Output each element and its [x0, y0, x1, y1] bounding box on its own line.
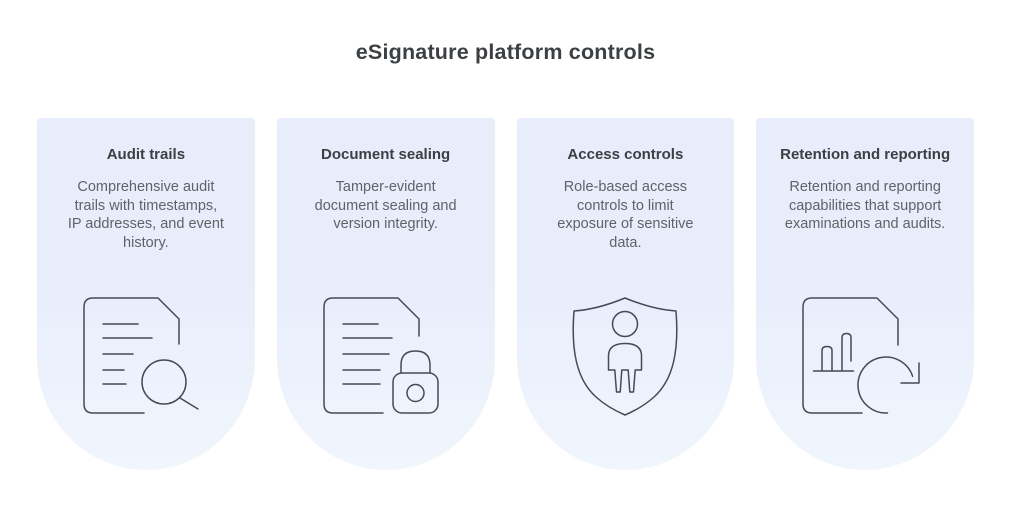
cards-row: Audit trails Comprehensive audit trails … — [0, 118, 1011, 470]
card-description: Tamper-evident document sealing and vers… — [314, 179, 457, 232]
card-audit-trails: Audit trails Comprehensive audit trails … — [37, 118, 255, 470]
document-lock-icon — [321, 294, 451, 424]
card-title: Document sealing — [321, 146, 451, 163]
card-document-sealing: Document sealing Tamper-evident document… — [276, 118, 495, 470]
card-description: Comprehensive audit trails with timestam… — [67, 179, 224, 251]
document-search-icon — [81, 294, 211, 424]
card-title: Retention and reporting — [780, 146, 951, 163]
card-title: Audit trails — [106, 146, 186, 163]
card-description: Retention and reporting capabilities tha… — [784, 179, 946, 232]
card-access-controls: Access controls Role-based access contro… — [516, 118, 735, 470]
document-chart-refresh-icon — [800, 294, 930, 424]
card-description: Role-based access controls to limit expo… — [557, 179, 694, 251]
page-title: eSignature platform controls — [355, 40, 656, 64]
shield-user-icon — [560, 294, 690, 424]
card-retention-reporting: Retention and reporting Retention and re… — [756, 118, 974, 470]
infographic-page: { "page": { "title": "eSignature platfor… — [0, 39, 1011, 508]
card-title: Access controls — [567, 146, 684, 163]
